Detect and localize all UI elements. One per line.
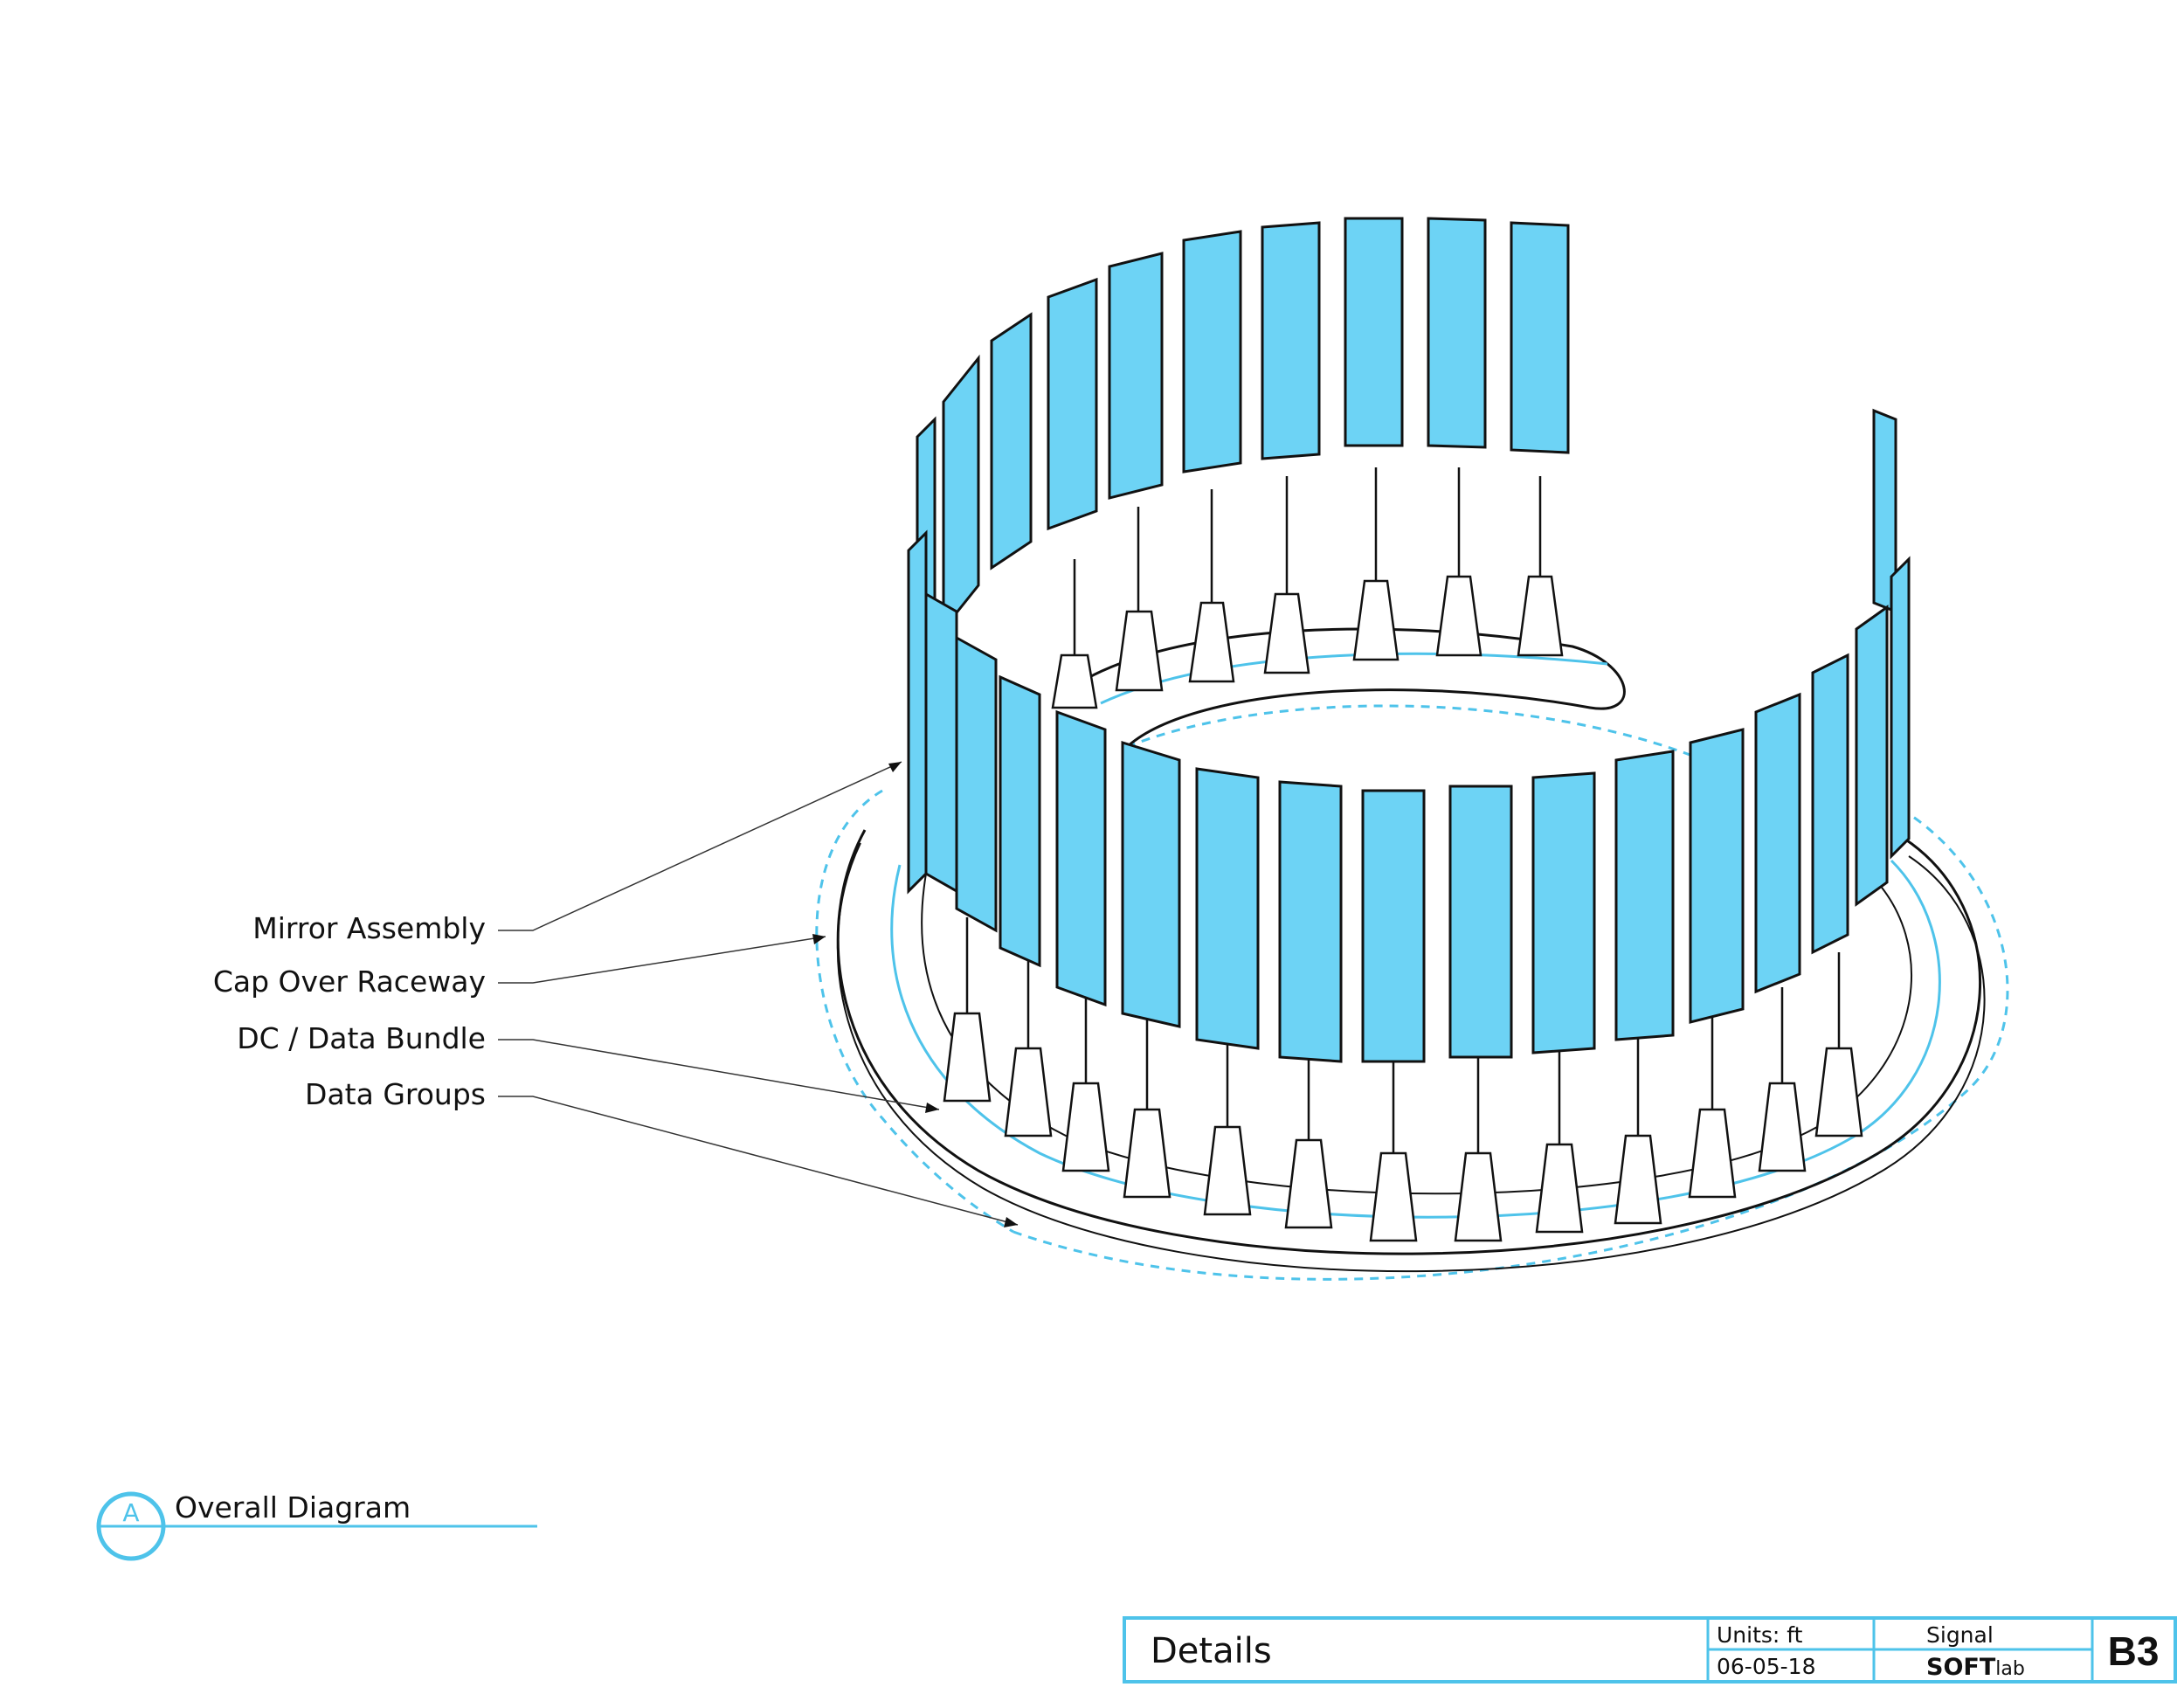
callout-leaders: [498, 761, 1019, 1226]
mirror-panel: [1448, 785, 1513, 1059]
front-row-posts: [943, 917, 1863, 1242]
mirror-panel: [1510, 221, 1570, 454]
spiral-installation: [815, 217, 2009, 1281]
title-block-frame: [1123, 1616, 2177, 1684]
leader-data-groups: [498, 1096, 1019, 1226]
base-ring-outer-edge: [836, 842, 1986, 1273]
mirror-panel: [1278, 780, 1343, 1063]
arrowhead: [1004, 1217, 1018, 1227]
mirror-panel: [924, 591, 958, 894]
mirror-panel: [1047, 277, 1098, 531]
data-group-boundary-inner: [1126, 704, 1704, 762]
mirror-panel: [990, 312, 1033, 570]
back-row-mirror-panels: [916, 217, 1897, 650]
arrowhead: [925, 1103, 939, 1113]
view-title-text: Overall Diagram: [175, 1490, 411, 1525]
mirror-panel: [1344, 217, 1404, 447]
inner-platform-cable: [1100, 652, 1608, 705]
title-block: Details Units: ft 06-05-18 Signal SOFTla…: [1123, 1616, 2177, 1684]
mirror-panel: [1182, 230, 1242, 474]
front-row-mirror-panels: [907, 529, 1911, 1063]
leader-mirror-assembly: [498, 761, 902, 931]
mirror-panel: [1361, 789, 1426, 1063]
arrowhead: [888, 762, 902, 772]
arrowhead: [812, 934, 826, 944]
callout-arrowheads: [812, 762, 1018, 1227]
title-block-project: Signal: [1926, 1622, 1994, 1648]
mirror-panel: [1754, 692, 1801, 994]
callout-cap-over-raceway: Cap Over Raceway: [213, 964, 486, 999]
mirror-panel: [1890, 556, 1911, 860]
mirror-panel: [1811, 653, 1849, 955]
callout-mirror-assembly: Mirror Assembly: [252, 911, 486, 945]
title-block-date: 06-05-18: [1717, 1654, 1815, 1679]
raceway-cable: [890, 859, 1941, 1219]
base-ring-outer: [836, 829, 1982, 1255]
mirror-panel: [1689, 728, 1745, 1024]
back-row-posts: [1051, 467, 1564, 709]
mirror-panel: [955, 635, 998, 933]
mirror-panel: [1531, 771, 1596, 1054]
mirror-panel: [907, 529, 928, 895]
mirror-panel: [1121, 740, 1181, 1028]
mirror-panel: [1195, 767, 1260, 1050]
title-block-section: Details: [1151, 1631, 1272, 1671]
callout-data-groups: Data Groups: [305, 1077, 486, 1111]
leader-dc-data-bundle: [498, 1039, 940, 1110]
leader-cap-over-raceway: [498, 936, 826, 984]
brand-bold: SOFT: [1926, 1654, 1996, 1681]
mirror-panel: [1427, 217, 1487, 449]
mirror-panel: [1614, 750, 1675, 1041]
mirror-panel: [1108, 252, 1164, 500]
view-title: A Overall Diagram: [96, 1490, 537, 1561]
mirror-panel: [1855, 605, 1889, 907]
view-badge-letter: A: [122, 1498, 139, 1527]
callout-dc-data-bundle: DC / Data Bundle: [237, 1021, 486, 1055]
brand-light: lab: [1995, 1658, 2025, 1680]
mirror-panel: [942, 354, 980, 633]
mirror-panel: [999, 674, 1041, 968]
mirror-panel: [1261, 221, 1321, 460]
mirror-panel: [1055, 709, 1107, 1007]
title-block-brand: SOFTlab: [1926, 1654, 2025, 1681]
title-block-units: Units: ft: [1717, 1622, 1803, 1648]
title-block-sheet-number: B3: [2108, 1628, 2160, 1674]
data-group-boundary-left: [815, 789, 1014, 1234]
